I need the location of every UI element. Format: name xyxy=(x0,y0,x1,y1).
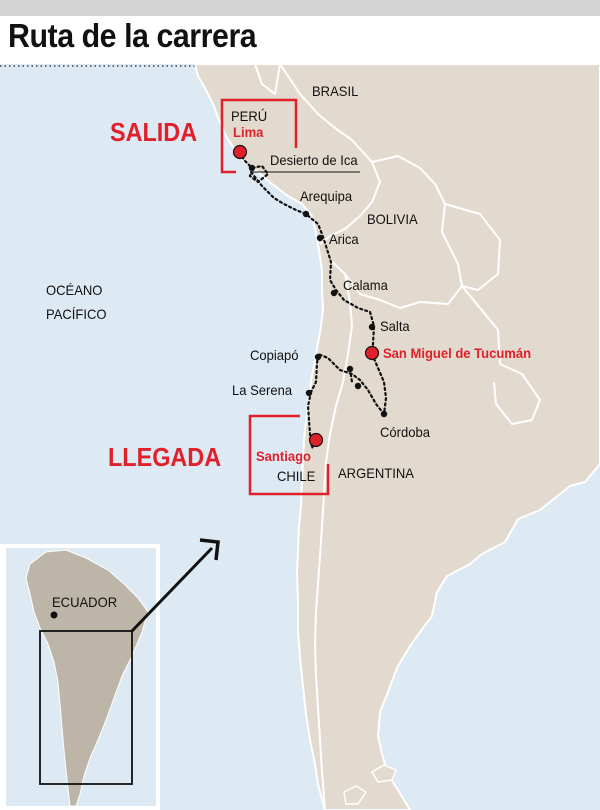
stop-dot-arica xyxy=(316,234,324,242)
inset-locator-map xyxy=(0,544,160,810)
salida-label: SALIDA xyxy=(110,117,198,147)
label-ocean-line2: PACÍFICO xyxy=(46,306,107,322)
stop-dot-arequipa xyxy=(302,210,310,218)
map-canvas xyxy=(0,64,600,810)
label-lima: Lima xyxy=(233,124,264,140)
lima-marker xyxy=(232,144,248,160)
stop-dot-la-serena xyxy=(305,389,313,397)
llegada-label: LLEGADA xyxy=(108,442,222,472)
stop-dot-calama xyxy=(330,289,338,297)
label-brasil: BRASIL xyxy=(312,83,359,99)
label-tucuman: San Miguel de Tucumán xyxy=(383,345,532,361)
label-cordoba: Córdoba xyxy=(380,424,430,440)
salida-box-tail xyxy=(220,148,236,174)
ecuador-dot xyxy=(50,611,58,619)
top-bar xyxy=(0,0,600,16)
inset-focus-box xyxy=(39,630,133,785)
label-calama: Calama xyxy=(343,277,388,293)
label-salta: Salta xyxy=(380,318,410,334)
stop-dot-copiapo xyxy=(314,353,322,361)
santiago-marker xyxy=(308,432,324,448)
arrow-up-right-icon xyxy=(130,538,220,633)
label-peru: PERÚ xyxy=(231,108,268,124)
label-copiapo: Copiapó xyxy=(250,347,299,363)
map-area: BRASIL PERÚ Lima SALIDA Desierto de Ica … xyxy=(0,64,600,810)
label-chile: CHILE xyxy=(277,468,316,484)
stop-dot-cordoba xyxy=(380,410,388,418)
country-borders xyxy=(254,64,541,810)
falkland-islands xyxy=(370,764,397,783)
label-la-serena: La Serena xyxy=(232,382,293,398)
label-ocean-line1: OCÉANO xyxy=(46,282,103,298)
stop-dot-mid xyxy=(346,365,354,373)
label-argentina: ARGENTINA xyxy=(338,465,414,481)
stop-dot-ica xyxy=(248,164,256,172)
llegada-box xyxy=(248,414,330,496)
label-desierto-ica: Desierto de Ica xyxy=(270,152,358,168)
tierra-del-fuego xyxy=(343,785,368,805)
route-stop-dots xyxy=(248,164,388,418)
label-arica: Arica xyxy=(329,231,359,247)
label-santiago: Santiago xyxy=(256,448,311,464)
label-bolivia: BOLIVIA xyxy=(367,211,418,227)
stop-dot-salta xyxy=(368,323,376,331)
label-ecuador: ECUADOR xyxy=(52,594,118,610)
map-title: Ruta de la carrera xyxy=(8,17,257,54)
salida-box xyxy=(220,98,298,148)
label-arequipa: Arequipa xyxy=(300,188,353,204)
stop-dot-chilecito xyxy=(354,382,362,390)
tucuman-marker xyxy=(364,345,380,361)
